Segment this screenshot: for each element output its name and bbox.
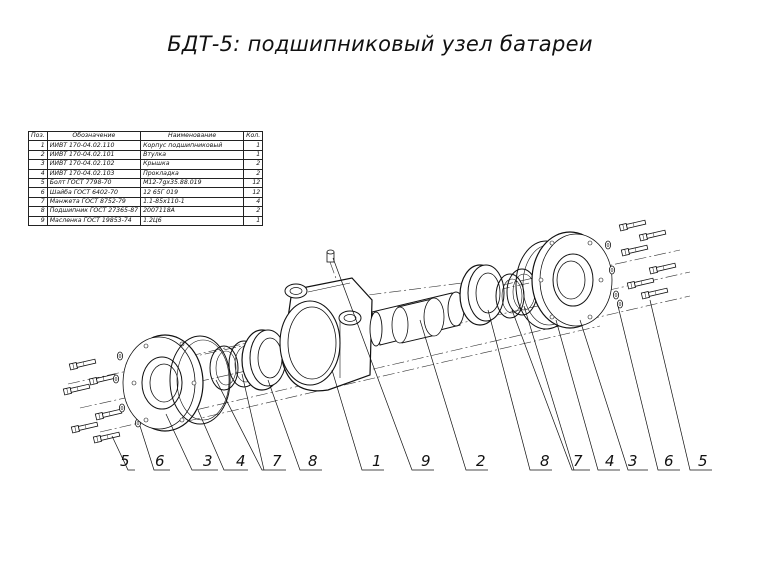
cover-flange-left (122, 334, 204, 432)
spec-designation: Масленка ГОСТ 19853-74 (46, 215, 142, 226)
bearing-right (459, 264, 505, 326)
bolts-left (62, 357, 123, 444)
drawing-title: БДТ-5: подшипниковый узел батареи (167, 32, 593, 56)
gasket-left (169, 335, 231, 425)
callout-8: 8 (308, 452, 318, 470)
grease-nipple (326, 249, 335, 263)
callout-6: 6 (155, 452, 165, 470)
sleeve (369, 291, 465, 347)
callout-1: 1 (372, 452, 382, 470)
bearing-housing (279, 277, 373, 392)
callout-5: 5 (698, 452, 708, 470)
callout-7: 7 (573, 452, 583, 470)
leader-lines (111, 257, 712, 471)
cover-flange-right (531, 231, 613, 329)
callout-6: 6 (664, 452, 674, 470)
bearing-left (241, 329, 287, 391)
callout-numbers: 5 6 3 4 7 8 1 9 2 8 7 4 3 6 5 (120, 452, 708, 470)
spec-row: 9 Масленка ГОСТ 19853-74 1.2Ц6 1 (28, 215, 264, 226)
specification-table: Поз. Обозначение Наименование Кол. 1 ИИВ… (28, 130, 264, 226)
callout-3: 3 (628, 452, 638, 470)
callout-2: 2 (476, 452, 486, 470)
callout-5: 5 (120, 452, 130, 470)
callout-8: 8 (540, 452, 550, 470)
callout-4: 4 (236, 452, 246, 470)
spec-row: 3 ИИВТ 170-04.02.102 Крышка 2 (28, 159, 264, 170)
callout-9: 9 (421, 452, 431, 470)
spec-qty: 1 (243, 215, 264, 226)
callout-4: 4 (605, 452, 615, 470)
callout-3: 3 (203, 452, 213, 470)
callout-7: 7 (272, 452, 282, 470)
bolts-right (618, 218, 677, 300)
